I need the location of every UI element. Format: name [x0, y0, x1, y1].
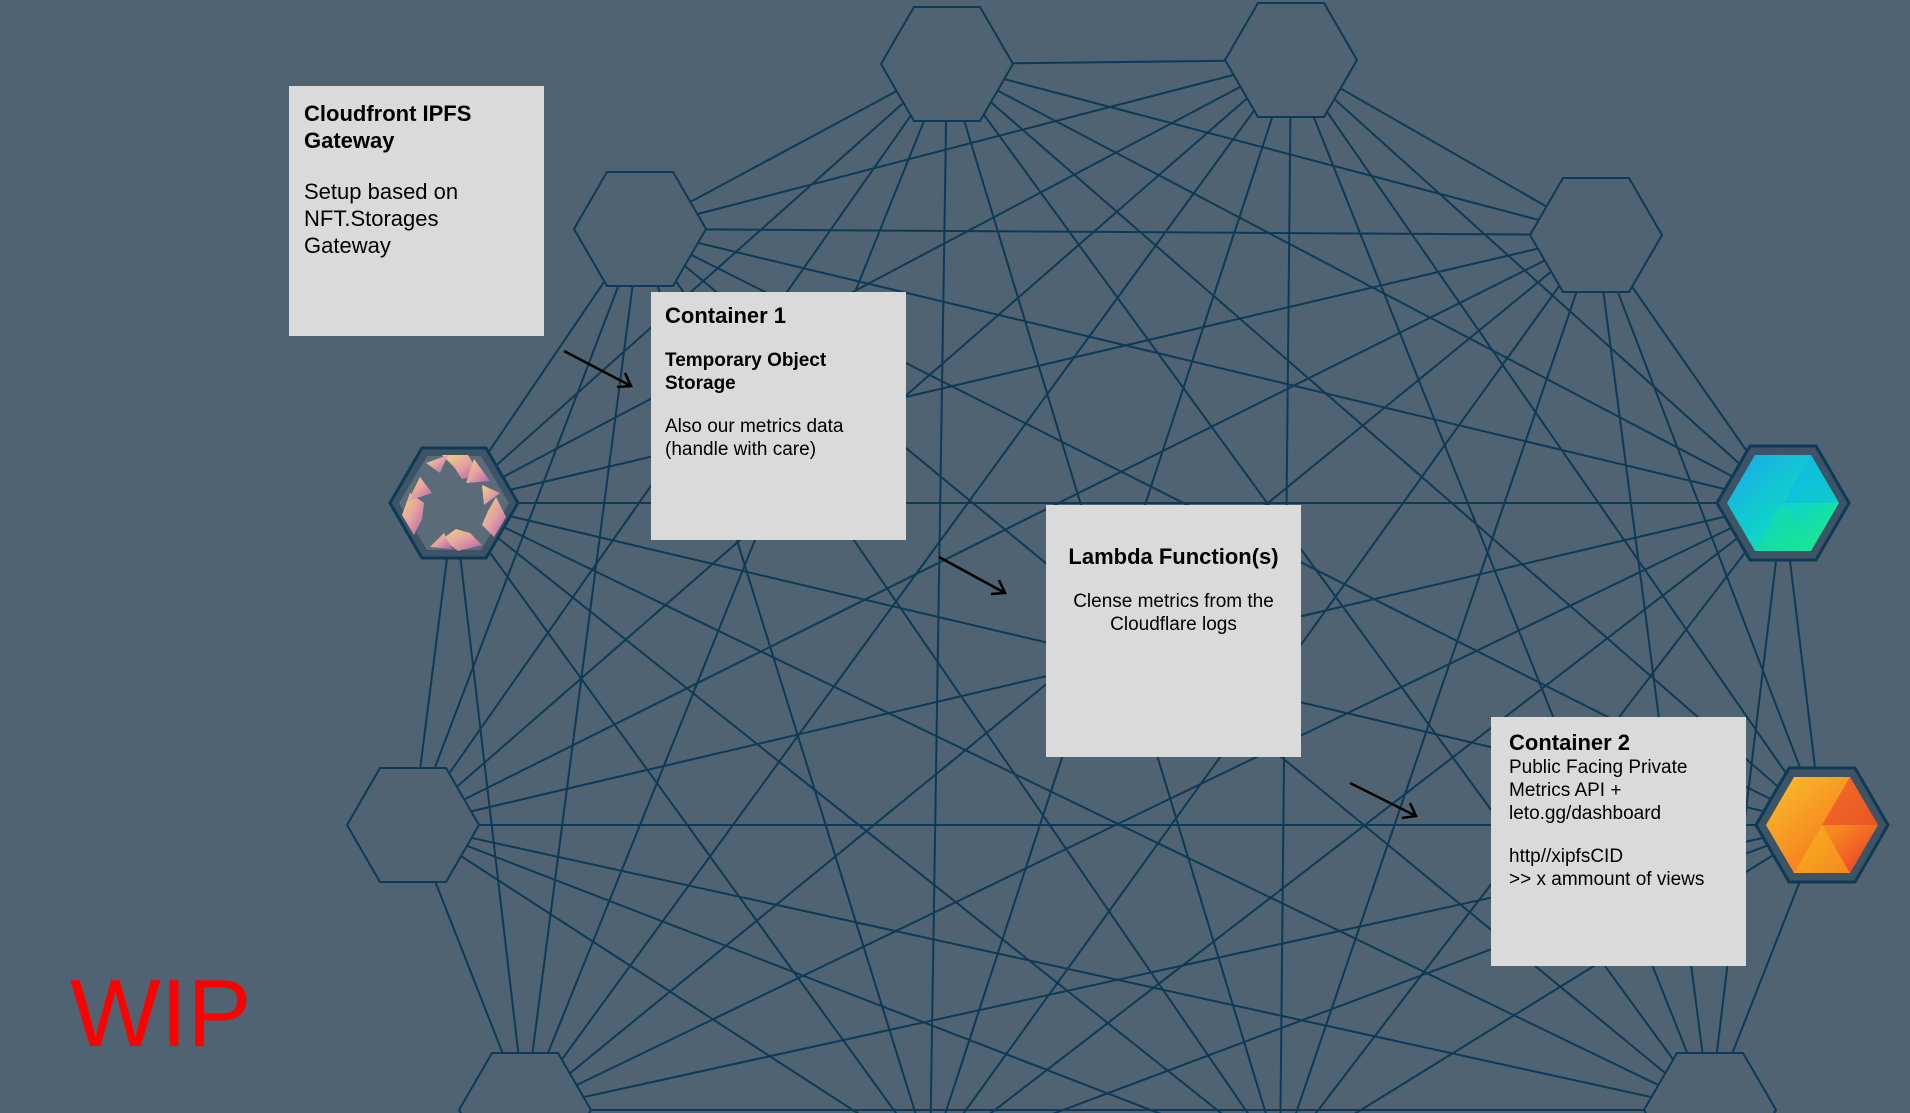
container2-note: http//xipfsCID >> x ammount of views	[1509, 846, 1705, 890]
network-edge	[524, 59, 1292, 1111]
network-node	[879, 6, 1015, 122]
network-node	[345, 767, 481, 883]
arrow-cloudfront-to-container1	[563, 349, 633, 389]
lambda-title: Lambda Function(s)	[1068, 544, 1279, 569]
container1-subtitle: Temporary Object Storage	[665, 350, 827, 394]
container1-description: Also our metrics data (handle with care)	[665, 416, 844, 460]
network-edge	[453, 502, 1711, 1111]
network-edge	[946, 63, 1597, 236]
network-edge	[1290, 59, 1784, 504]
network-edge	[1294, 234, 1597, 1113]
network-edge	[453, 59, 1292, 504]
network-edge	[412, 228, 641, 826]
cloudfront-description: Setup based on NFT.Storages Gateway	[304, 179, 459, 258]
network-nodes	[345, 2, 1778, 1113]
cloudfront-title: Cloudfront IPFS Gateway	[304, 101, 472, 153]
container1-title: Container 1	[665, 303, 787, 328]
network-edge	[946, 63, 1784, 504]
container2-title: Container 2	[1509, 730, 1631, 755]
network-edge	[1290, 59, 1823, 826]
network-edge	[412, 824, 1162, 1113]
network-edge	[524, 502, 1784, 1111]
network-edge	[453, 502, 1223, 1113]
cyan-green-hexagon-logo	[1715, 444, 1851, 562]
network-edge	[453, 502, 898, 1113]
network-edge	[946, 63, 1823, 826]
network-edge	[453, 502, 526, 1111]
network-edge	[453, 234, 1597, 504]
network-edge	[412, 824, 1711, 1111]
wip-label: WIP	[70, 960, 252, 1067]
network-edge	[1595, 234, 1823, 826]
network-node	[457, 1052, 593, 1113]
arrow-lambda-to-container2	[1349, 781, 1418, 820]
network-edge	[639, 228, 1597, 236]
network-node	[1528, 177, 1664, 293]
orange-red-hexagon-logo	[1754, 766, 1890, 884]
network-edge	[989, 502, 1784, 1113]
network-node	[1223, 2, 1359, 118]
arrow-container1-to-lambda	[938, 555, 1007, 596]
network-edge	[453, 63, 948, 504]
lambda-description: Clense metrics from the Cloudflare logs	[1073, 591, 1274, 635]
container2-card: Container 2 Public Facing Private Metric…	[1491, 717, 1746, 966]
cloudfront-gateway-card: Cloudfront IPFS Gateway Setup based on N…	[289, 86, 544, 336]
network-edge	[1290, 59, 1597, 236]
network-edge	[524, 63, 948, 1111]
lambda-card: Lambda Function(s) Clense metrics from t…	[1046, 505, 1301, 757]
network-edge	[929, 63, 948, 1113]
container2-description: Public Facing Private Metrics API + leto…	[1509, 757, 1688, 824]
network-edge	[639, 228, 1784, 504]
network-edge	[524, 228, 641, 1111]
container1-card: Container 1 Temporary Object Storage Als…	[651, 292, 906, 540]
recycle-logo	[388, 446, 520, 560]
network-node	[1642, 1052, 1778, 1113]
network-edge	[639, 59, 1292, 230]
network-node	[572, 171, 708, 287]
